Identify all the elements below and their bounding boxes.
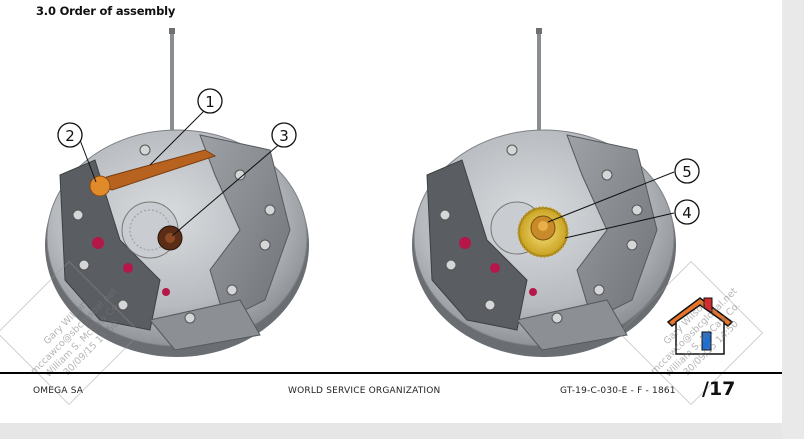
callout-number: 1 [205, 93, 215, 111]
movement-right [412, 28, 676, 357]
stem-right [537, 30, 541, 150]
pallet-fork [89, 175, 111, 197]
movement-left [45, 28, 309, 357]
stem-cap [536, 28, 542, 34]
jewel [162, 288, 170, 296]
screws-left [72, 144, 276, 324]
footer-organization: WORLD SERVICE ORGANIZATION [288, 386, 441, 396]
stem-left [170, 30, 174, 150]
callout-2: 2 [57, 122, 83, 148]
gear-teeth [517, 206, 569, 258]
assembly-illustration: 1 2 3 4 5 [45, 28, 734, 357]
document-page: 3.0 Order of assembly [0, 0, 782, 423]
footer-company: OMEGA SA [33, 386, 84, 396]
home-door [701, 331, 712, 351]
stem-cap [169, 28, 175, 34]
footer-document-code: GT-19-C-030-E - F - 1861 [560, 386, 676, 396]
callout-number: 2 [65, 127, 75, 145]
callout-number: 4 [682, 204, 692, 222]
footer-divider [0, 372, 782, 374]
callout-number: 5 [682, 163, 692, 181]
bridge-bottom [516, 299, 628, 351]
jewel [459, 237, 471, 249]
jewel [490, 263, 500, 273]
callout-3: 3 [271, 122, 297, 148]
screws-right [439, 144, 643, 324]
home-wall [675, 304, 725, 355]
home-icon[interactable] [666, 297, 734, 355]
viewer-margin [782, 0, 804, 439]
bridge-left [426, 159, 528, 331]
page-title: 3.0 Order of assembly [36, 4, 176, 18]
bridge-left [59, 159, 161, 331]
gear-hub [538, 221, 548, 231]
jewel [529, 288, 537, 296]
leaders-left [79, 106, 283, 237]
callout-1: 1 [197, 88, 223, 114]
footer-page-number: /17 [702, 378, 736, 400]
home-roof [666, 297, 734, 327]
callout-5: 5 [674, 158, 700, 184]
callout-4: 4 [674, 199, 700, 225]
callout-number: 3 [279, 127, 289, 145]
leaders-right [547, 171, 675, 239]
pallet-lever [90, 149, 217, 191]
jewel [123, 263, 133, 273]
jewel [92, 237, 104, 249]
bridge-bottom [149, 299, 261, 351]
